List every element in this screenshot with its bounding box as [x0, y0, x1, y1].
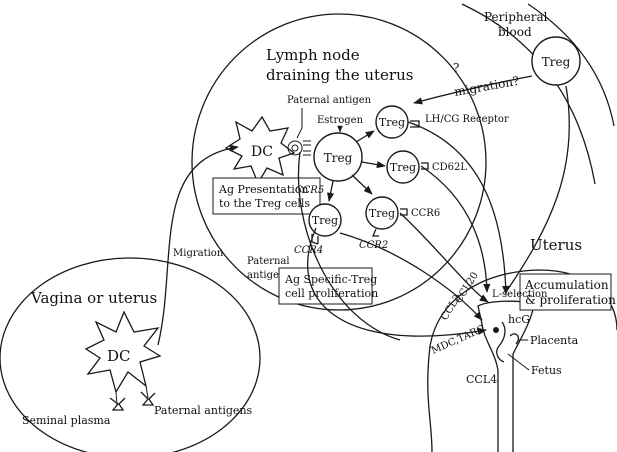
- paternal-antigen-icon: [140, 391, 156, 406]
- paternal-antigen-top-label: Paternal antigen: [287, 95, 372, 106]
- vagina-dc-label: DC: [107, 347, 131, 365]
- treg-loop-to-uterus-arrow: [307, 227, 487, 337]
- lymph-node-dc-label: DC: [251, 144, 273, 160]
- mdc-tarc-label: MDC,TARC: [430, 323, 487, 356]
- blood-treg-cell: [531, 36, 581, 86]
- lh-receptor-label: LH/CG Receptor: [425, 114, 509, 125]
- blood-treg-to-uterus-line: [505, 85, 570, 293]
- seminal-plasma-label: Seminal plasma: [22, 414, 111, 427]
- placenta-outline: [509, 333, 520, 345]
- ccr4-treg-to-uterus-arrow: [339, 232, 483, 321]
- uterus-label: Uterus: [530, 236, 582, 254]
- l-selection-label: L-selection: [492, 289, 548, 300]
- ccr5-label: CCR5: [295, 185, 324, 196]
- question-mark-label: ?: [453, 61, 459, 75]
- fetus-outline: [496, 321, 506, 363]
- tcr-receptor-icon: [303, 140, 311, 156]
- ccl4-label: CCL4: [466, 373, 497, 386]
- mhc-complex-inner-icon: [291, 144, 299, 152]
- migration-question-label: migration?: [453, 74, 520, 99]
- fetus-label: Fetus: [531, 364, 562, 377]
- lymph-node-label-line2: draining the uterus: [266, 66, 413, 84]
- dc-migration-arrow: [157, 144, 239, 346]
- lh-treg-to-uterus-arrow: [407, 121, 510, 295]
- placenta-label: Placenta: [530, 334, 579, 347]
- ccr6-receptor-icon: [400, 208, 408, 216]
- uterus-cavity-wall: [477, 300, 535, 452]
- cd62l-treg-to-uterus-arrow: [420, 165, 491, 293]
- ccr6-label: CCR6: [411, 208, 440, 219]
- lh-receptor-icon: [410, 120, 420, 128]
- lymph-node-boundary: [191, 13, 487, 311]
- ccr4-treg-cell: [308, 203, 342, 237]
- ccr2-receptor-icon: [372, 228, 379, 237]
- accumulation-line1: Accumulation: [524, 278, 609, 292]
- lymph-node-dc-shape: [224, 115, 296, 185]
- ccl2-label: CCL2: [439, 293, 463, 323]
- central-to-lh-treg-arrow: [355, 130, 375, 143]
- lh-treg-label: Treg: [379, 116, 405, 129]
- ag-presentation-line2: to the Treg cells: [219, 197, 310, 210]
- mhc-complex-outer-icon: [287, 140, 303, 156]
- paternal-antigen-top-pointer: [296, 108, 303, 139]
- ccr6-treg-to-uterus-arrow: [399, 212, 489, 303]
- central-treg-cell: [313, 132, 363, 182]
- ag-specific-box: [278, 267, 373, 305]
- ag-presentation-line1: Ag Presentation: [218, 183, 309, 196]
- lymph-node-label-line1: Lymph node: [266, 46, 360, 64]
- peripheral-blood-label-line1: Peripheral: [484, 10, 548, 24]
- vagina-dc: DC: [84, 310, 162, 411]
- central-treg-label: Treg: [324, 151, 353, 165]
- cd62l-treg-cell: [386, 150, 420, 184]
- seminal-antigen-icon: [109, 397, 126, 411]
- accumulation-line2: & proliferation: [525, 293, 616, 307]
- vagina-dc-dendrite-right: [145, 385, 149, 399]
- paternal-antigen-lower-line1: Paternal: [247, 256, 290, 267]
- ccr4-treg-label: Treg: [312, 214, 338, 227]
- vagina-region-label: Vagina or uterus: [30, 289, 157, 307]
- ccr6-treg-cell: [365, 196, 399, 230]
- paternal-antigens-label: Paternal antigens: [154, 404, 253, 417]
- ag-presentation-box: [212, 177, 321, 215]
- blood-treg-label: Treg: [542, 55, 571, 69]
- vagina-region-boundary: [0, 257, 261, 452]
- vagina-dc-shape: [84, 310, 162, 394]
- blood-to-node-migration-arrow: [413, 75, 533, 105]
- cd62l-label: CD62L: [432, 162, 467, 173]
- lymph-node-dc: DC: [224, 115, 311, 185]
- migration-label: Migration: [173, 248, 224, 259]
- fetus-head-icon: [493, 327, 499, 333]
- central-to-cd62l-treg-arrow: [361, 161, 386, 169]
- central-to-ccr6-treg-arrow: [351, 174, 373, 195]
- paternal-antigen-lower-line2: antigen: [247, 270, 286, 281]
- ag-specific-line2: cell proliferation: [285, 287, 378, 300]
- blood-vessel-outer-line: [527, 3, 615, 127]
- accumulation-box: [519, 273, 612, 311]
- estrogen-label: Estrogen: [317, 115, 364, 126]
- hcg-label: hcG: [508, 313, 530, 326]
- lymph-node-exit-loop: [297, 151, 401, 341]
- central-to-ccr4-treg-arrow: [327, 180, 335, 202]
- ag-specific-line1: Ag Specific-Treg: [284, 273, 377, 286]
- fetus-pointer: [507, 353, 530, 371]
- ccr6-treg-label: Treg: [369, 207, 395, 220]
- peripheral-blood-label-line2: blood: [498, 25, 532, 39]
- cd62l-treg-label: Treg: [390, 161, 416, 174]
- peripheral-blood-region: Peripheral blood Treg: [461, 3, 615, 185]
